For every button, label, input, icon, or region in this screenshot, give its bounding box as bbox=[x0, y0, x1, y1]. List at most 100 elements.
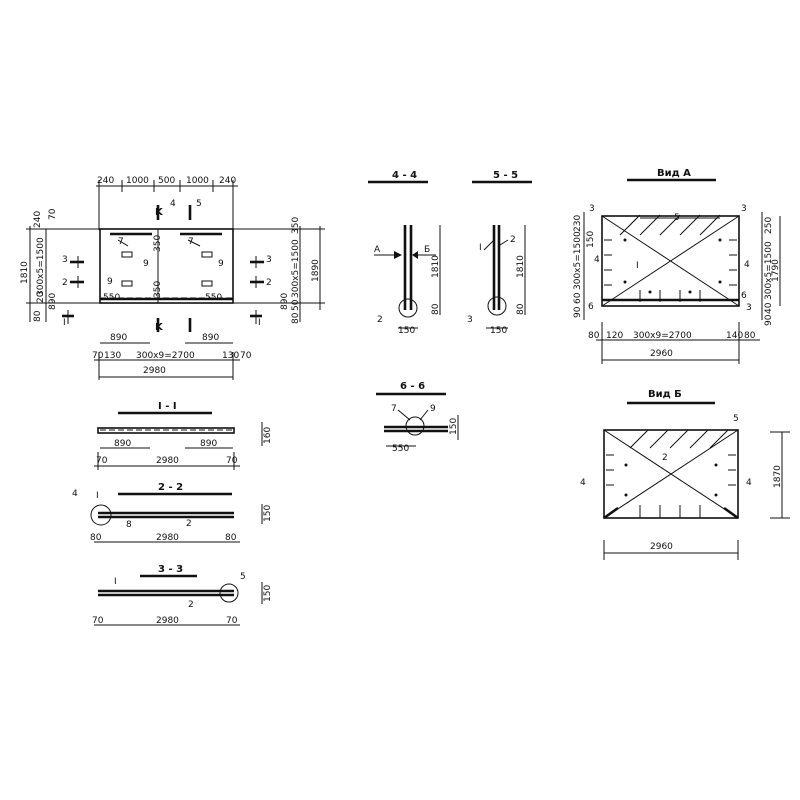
plan-right-dim-350: 350 bbox=[291, 217, 301, 234]
sec-i-row-mid: 2980 bbox=[156, 456, 179, 466]
view-a-left-60: 60 bbox=[573, 292, 583, 304]
sec22-mark-8: 8 bbox=[126, 520, 132, 530]
sec55-mark-i: I bbox=[479, 243, 482, 253]
view-a-right-1500: 300x5=1500 bbox=[764, 241, 774, 300]
plan-right-dim-1890: 1890 bbox=[311, 259, 321, 282]
sec22-mark-i: I bbox=[96, 491, 99, 501]
plan-right-dim-80: 80 bbox=[291, 312, 301, 324]
view-a-left-90: 90 bbox=[573, 306, 583, 318]
plan-bottom-inner-right: 890 bbox=[202, 333, 219, 343]
view-a-mark-i: I bbox=[636, 261, 639, 271]
plan-right-dim-1500: 300x5=1500 bbox=[291, 239, 301, 298]
sec22-title: 2 - 2 bbox=[158, 482, 183, 493]
view-a-mark-3-tl: 3 bbox=[589, 204, 595, 214]
sec-i-dim: 160 bbox=[263, 427, 273, 444]
plan-top-dim-5: 240 bbox=[219, 176, 236, 186]
sec-i-title: I - I bbox=[158, 401, 177, 412]
sec33-row-mid: 2980 bbox=[156, 616, 179, 626]
plan-inner-350-bot: 350 bbox=[153, 281, 163, 298]
sec55-dim: 150 bbox=[490, 326, 507, 336]
view-b-mark-5: 5 bbox=[733, 414, 739, 424]
view-a-mark-4-right: 4 bbox=[744, 260, 750, 270]
sec55-mark-3: 3 bbox=[467, 315, 473, 325]
plan-top-dim-1: 240 bbox=[97, 176, 114, 186]
plan-mark-7-right: 7 bbox=[188, 237, 194, 247]
view-a-mark-6-right: 6 bbox=[741, 291, 747, 301]
plan-inner-550-right: 550 bbox=[205, 293, 222, 303]
plan-mark-9-right: 9 bbox=[218, 259, 224, 269]
sec66-mark-9: 9 bbox=[430, 404, 436, 414]
view-a-mark-4-left: 4 bbox=[594, 255, 600, 265]
view-a-bottom-2700: 300x9=2700 bbox=[633, 331, 692, 341]
sec-i-inner-left: 890 bbox=[114, 439, 131, 449]
sec33-row-right: 70 bbox=[226, 616, 238, 626]
sec22-row-mid: 2980 bbox=[156, 533, 179, 543]
sec22-row-left: 80 bbox=[90, 533, 102, 543]
section-i-i: I - I 890 890 70 2980 70 160 bbox=[94, 401, 273, 470]
sec22-mark-4: 4 bbox=[72, 489, 78, 499]
plan-mark-2-left: 2 bbox=[62, 278, 68, 288]
plan-mark-9-left: 9 bbox=[107, 277, 113, 287]
sec44-arrow-b: Б bbox=[424, 245, 430, 255]
sec66-title: 6 - 6 bbox=[400, 381, 425, 392]
view-a: Вид А 3 5 3 4 4 bbox=[573, 168, 781, 364]
view-a-overall: 2960 bbox=[650, 349, 673, 359]
view-a-mark-3-br: 3 bbox=[746, 303, 752, 313]
section-6-6: 6 - 6 7 9 150 550 bbox=[376, 381, 459, 454]
plan-mark-4-top: 4 bbox=[170, 199, 176, 209]
view-a-mark-5: 5 bbox=[674, 213, 680, 223]
plan-overall: 2980 bbox=[143, 366, 166, 376]
plan-bottom-row-2: 130 bbox=[104, 351, 121, 361]
section-3-3: 3 - 3 I 5 2 70 2980 70 150 bbox=[92, 564, 273, 626]
view-b-overall: 2960 bbox=[650, 542, 673, 552]
sec33-row-left: 70 bbox=[92, 616, 104, 626]
view-a-mark-3-tr: 3 bbox=[741, 204, 747, 214]
sec44-bottom: 80 bbox=[431, 303, 441, 315]
sec44-title: 4 - 4 bbox=[392, 170, 417, 181]
plan-right-dim-50: 50 bbox=[291, 299, 301, 311]
plan-bottom-row-1: 70 bbox=[92, 351, 104, 361]
sec33-mark-i: I bbox=[114, 577, 117, 587]
plan-view: 240 1000 500 1000 240 K 4 5 7 7 350 350 … bbox=[20, 176, 325, 380]
view-b-mark-4-right: 4 bbox=[746, 478, 752, 488]
sec44-arrow-a: А bbox=[374, 245, 381, 255]
view-b: Вид Б 5 2 4 4 1870 29 bbox=[580, 389, 790, 560]
sec44-dim: 150 bbox=[398, 326, 415, 336]
view-b-mark-4-left: 4 bbox=[580, 478, 586, 488]
sec33-mark-5: 5 bbox=[240, 572, 246, 582]
plan-left-dim-1810: 1810 bbox=[20, 261, 30, 284]
sec66-width: 550 bbox=[392, 444, 409, 454]
plan-mark-3-right: 3 bbox=[266, 255, 272, 265]
sec22-row-right: 80 bbox=[225, 533, 237, 543]
sec-i-row-left: 70 bbox=[96, 456, 108, 466]
plan-left-dim-240: 240 bbox=[33, 211, 43, 228]
plan-mark-9-center: 9 bbox=[143, 259, 149, 269]
plan-top-dim-2: 1000 bbox=[126, 176, 149, 186]
sec33-mark-2: 2 bbox=[188, 600, 194, 610]
view-a-left-1500: 300x5=1500 bbox=[573, 231, 583, 290]
plan-mark-k-bot: K bbox=[155, 322, 164, 333]
plan-left-dim-20: 20 bbox=[36, 291, 46, 303]
plan-bottom-row-4: 130 bbox=[222, 351, 239, 361]
plan-mark-7-left: 7 bbox=[118, 237, 124, 247]
plan-top-dim-3: 500 bbox=[158, 176, 175, 186]
sec55-title: 5 - 5 bbox=[493, 170, 518, 181]
sec22-mark-2: 2 bbox=[186, 519, 192, 529]
sec55-bottom: 80 bbox=[516, 303, 526, 315]
view-a-mark-6-left: 6 bbox=[588, 302, 594, 312]
view-a-bottom-80-right: 80 bbox=[744, 331, 756, 341]
plan-bottom-row-3: 300x9=2700 bbox=[136, 351, 195, 361]
sec33-title: 3 - 3 bbox=[158, 564, 183, 575]
sec-i-row-right: 70 bbox=[226, 456, 238, 466]
view-a-right-1790: 1790 bbox=[771, 259, 781, 282]
sec44-mark-2: 2 bbox=[377, 315, 383, 325]
plan-left-dim-70: 70 bbox=[48, 208, 58, 220]
plan-bottom-inner-left: 890 bbox=[110, 333, 127, 343]
plan-mark-3-left: 3 bbox=[62, 255, 68, 265]
sec33-dim: 150 bbox=[263, 585, 273, 602]
plan-bottom-row-5: 70 bbox=[240, 351, 252, 361]
sec44-height: 1810 bbox=[431, 255, 441, 278]
view-a-bottom-140: 140 bbox=[726, 331, 743, 341]
sec66-dim: 150 bbox=[449, 418, 459, 435]
